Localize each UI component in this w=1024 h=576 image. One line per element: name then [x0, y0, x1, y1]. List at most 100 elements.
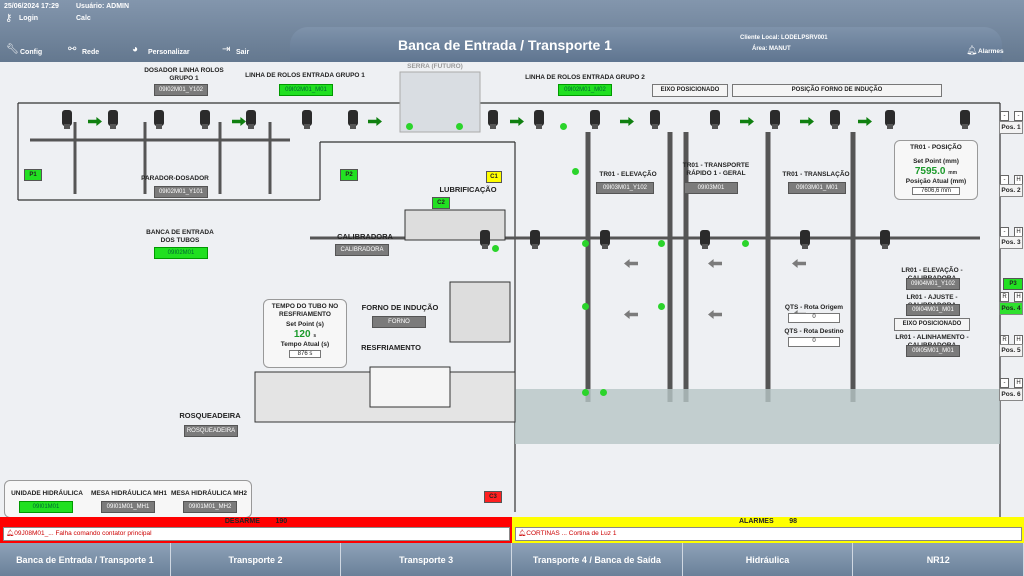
tr01-sp-label: Set Point (mm) [913, 158, 959, 165]
sensor-indicator [456, 123, 463, 130]
r-button[interactable]: R [1000, 292, 1009, 302]
nav-nr12[interactable]: NR12 [853, 543, 1024, 576]
tag-lr01-elevacao[interactable]: 09I04M01_Y102 [906, 278, 960, 290]
label-rosqueadeira: ROSQUEADEIRA [179, 411, 241, 420]
alarmes-message-text: CORTINAS ... Cortina de Luz 1 [526, 530, 617, 537]
tag-rosqueadeira[interactable]: ROSQUEADEIRA [184, 425, 238, 437]
alarmes-message[interactable]: 🔔︎CORTINAS ... Cortina de Luz 1 [515, 527, 1022, 541]
pos3-button[interactable]: Pos. 3 [999, 236, 1023, 249]
roller [885, 110, 895, 129]
pos5-button[interactable]: Pos. 5 [999, 344, 1023, 357]
login-button[interactable]: Login [19, 15, 39, 22]
personalizar-button[interactable]: Personalizar [148, 49, 190, 56]
roller [710, 110, 720, 129]
nav-transporte-4[interactable]: Transporte 4 / Banca de Saída [512, 543, 683, 576]
tag-calibradora[interactable]: CALIBRADORA [335, 244, 389, 256]
h-button[interactable]: H [1014, 378, 1023, 388]
qts-destino-field[interactable]: 0 [788, 337, 840, 347]
tr01-sp-unit: mm [948, 170, 958, 176]
tag-lr01-alinhamento[interactable]: 09I05M01_M01 [906, 345, 960, 357]
area-label: Área: MANUT [752, 46, 791, 52]
tr01-posicao-title: TR01 - POSIÇÃO [910, 144, 962, 151]
qts-origem-field[interactable]: 0 [788, 313, 840, 323]
label-dosador: DOSADOR LINHA ROLOS GRUPO 1 [144, 67, 224, 82]
tag-mesa-mh1[interactable]: 09I01M01_MH1 [101, 501, 155, 513]
tag-forno[interactable]: FORNO [372, 316, 426, 328]
pos4-button[interactable]: Pos. 4 [999, 302, 1023, 315]
alarmes-button[interactable]: Alarmes [978, 48, 1004, 55]
bell-icon: 🔔︎ [966, 45, 978, 55]
resfriamento-sp-display[interactable]: 120 s [264, 329, 346, 340]
tag-unidade-hidraulica[interactable]: 09I01M01 [19, 501, 73, 513]
hydraulic-panel: UNIDADE HIDRÁULICA 09I01M01 MESA HIDRÁUL… [4, 480, 252, 518]
roller [200, 110, 210, 129]
pos6-button[interactable]: Pos. 6 [999, 388, 1023, 401]
minus-button[interactable]: - [1014, 111, 1023, 121]
sensor-indicator [582, 303, 589, 310]
tag-tr01-translacao[interactable]: 09I03M01_M01 [788, 182, 846, 194]
tag-linha2[interactable]: 09I02M01_M02 [558, 84, 612, 96]
rede-button[interactable]: Rede [82, 49, 100, 56]
nav-hidraulica[interactable]: Hidráulica [682, 543, 854, 576]
config-button[interactable]: Config [20, 49, 43, 56]
tr01-pa-value: 7606,6 mm [912, 187, 960, 195]
header-bar: 25/06/2024 17:29 Usuário: ADMIN ⚷ Login … [0, 0, 1024, 62]
rosqueadeira-head [369, 366, 451, 408]
pos1-button[interactable]: Pos. 1 [999, 121, 1023, 134]
sensor-indicator [658, 303, 665, 310]
page-title: Banca de Entrada / Transporte 1 [398, 37, 612, 53]
tag-tr01-elevacao[interactable]: 09I03M01_Y102 [596, 182, 654, 194]
nav-transporte-2[interactable]: Transporte 2 [170, 543, 342, 576]
desarme-label: DESARME [224, 518, 260, 525]
desarme-message-text: 09J08M01_... Falha comando contator prin… [14, 530, 152, 537]
sensor-indicator [600, 389, 607, 396]
minus-button[interactable]: - [1000, 111, 1009, 121]
desarme-message[interactable]: 🔔︎09J08M01_... Falha comando contator pr… [3, 527, 510, 541]
user-label: Usuário: ADMIN [76, 3, 130, 10]
direction-arrow-icon [368, 117, 382, 126]
nav-banca-entrada[interactable]: Banca de Entrada / Transporte 1 [0, 543, 171, 576]
minus-button[interactable]: - [1000, 378, 1009, 388]
sair-button[interactable]: Sair [236, 49, 250, 56]
tag-linha1[interactable]: 09I02M01_M01 [279, 84, 333, 96]
label-mesa-mh2: MESA HIDRÁULICA MH2 [170, 490, 248, 497]
eixo-posicionado-button-2[interactable]: EIXO POSICIONADO [894, 318, 970, 331]
direction-arrow-icon [232, 117, 246, 126]
roller [650, 110, 660, 129]
tag-mesa-mh2[interactable]: 09I01M01_MH2 [183, 501, 237, 513]
tag-dosador[interactable]: 09I02M01_Y102 [154, 84, 208, 96]
label-calibradora: CALIBRADORA [337, 232, 393, 241]
tag-banca[interactable]: 09I02M01 [154, 247, 208, 259]
roller [534, 110, 544, 129]
pos2-button[interactable]: Pos. 2 [999, 184, 1023, 197]
table-area [515, 389, 1000, 444]
label-parador: PARADOR-DOSADOR [141, 175, 209, 182]
desarme-bar: DESARME 190 🔔︎09J08M01_... Falha comando… [0, 517, 512, 543]
desarme-count: 190 [275, 518, 288, 525]
label-qts-origem: QTS - Rota Origem [784, 304, 844, 311]
network-icon: ⚯ [68, 44, 77, 55]
sensor-indicator [492, 245, 499, 252]
tr01-sp-display[interactable]: 7595.0 mm [895, 166, 977, 177]
roller [830, 110, 840, 129]
bottom-nav: Banca de Entrada / Transporte 1 Transpor… [0, 543, 1024, 576]
calc-button[interactable]: Calc [76, 15, 91, 22]
roller [880, 230, 890, 249]
process-drawing [17, 71, 1001, 517]
tag-parador[interactable]: 09I02M01_Y101 [154, 186, 208, 198]
calibradora-machine [404, 209, 506, 241]
label-tr01-elevacao: TR01 - ELEVAÇÃO [599, 171, 657, 178]
sensor-indicator [406, 123, 413, 130]
nav-transporte-3[interactable]: Transporte 3 [341, 543, 513, 576]
label-serra: SERRA (FUTURO) [407, 63, 463, 70]
eixo-posicionado-button[interactable]: EIXO POSICIONADO [652, 84, 728, 97]
label-banca: BANCA DE ENTRADA DOS TUBOS [146, 229, 214, 244]
flag-p3: P3 [1003, 278, 1023, 290]
label-lubrificacao: LUBRIFICAÇÃO [439, 185, 497, 194]
tag-lr01-ajuste[interactable]: 09I04M01_M01 [906, 304, 960, 316]
h-button[interactable]: H [1014, 292, 1023, 302]
tag-tr01-transporte[interactable]: 09I03M01 [684, 182, 738, 194]
sensor-indicator [582, 389, 589, 396]
posicao-forno-button[interactable]: POSIÇÃO FORNO DE INDUÇÃO [732, 84, 942, 97]
exit-icon: ⇥ [222, 44, 231, 55]
